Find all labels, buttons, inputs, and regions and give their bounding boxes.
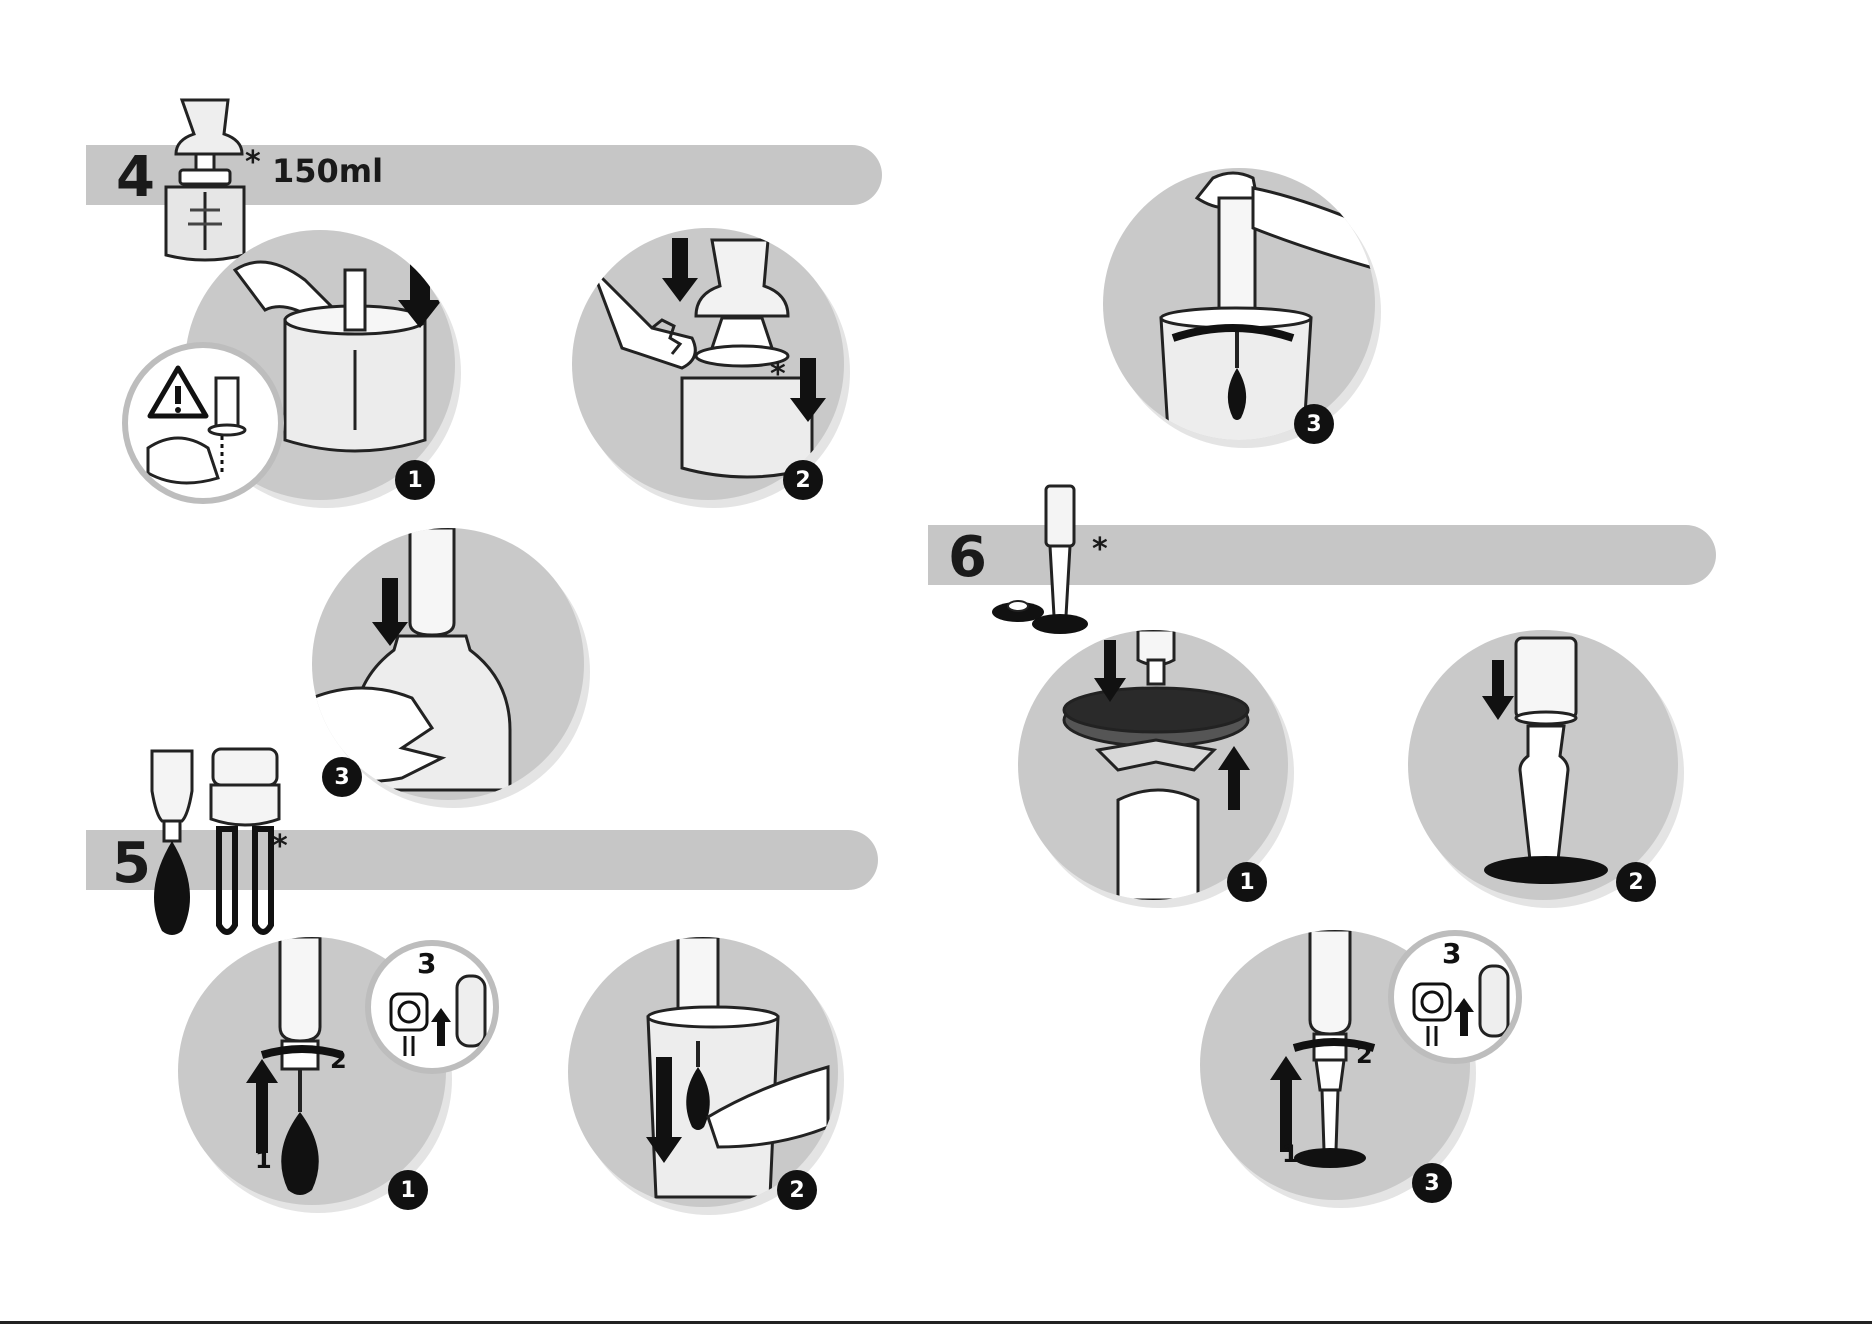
- blending-step-3-badge: 3: [1294, 404, 1334, 444]
- section-6-number: 6: [948, 530, 987, 586]
- whisk-accessory-icon: [142, 745, 202, 940]
- section-6-step-3-badge: 3: [1412, 1163, 1452, 1203]
- section-5-step-1-arrow-2-label: 2: [330, 1048, 347, 1072]
- spiralizer-accessory-icon: [988, 482, 1093, 642]
- section-6-asterisk: *: [1092, 535, 1108, 565]
- section-4-capacity: 150ml: [272, 155, 383, 187]
- section-6-inset-number: 3: [1442, 940, 1461, 968]
- chopper-accessory-icon: [160, 92, 250, 267]
- section-4-step-2-asterisk: *: [770, 360, 786, 390]
- section-6-step-2-illustration: [1408, 630, 1678, 900]
- section-5-inset-number: 3: [417, 950, 436, 978]
- section-6-step-3-arrow-2-label: 2: [1356, 1043, 1373, 1067]
- section-4-step-3-badge: 3: [322, 757, 362, 797]
- section-4-warning-inset: [122, 342, 284, 504]
- section-4-step-1-badge: 1: [395, 460, 435, 500]
- power-socket-icon: [391, 994, 427, 1030]
- section-6-step-2-badge: 2: [1616, 862, 1656, 902]
- section-4-step-2-badge: 2: [783, 460, 823, 500]
- section-5-step-2-illustration: [568, 937, 838, 1207]
- section-6-step-3-arrow-1-label: 1: [1282, 1142, 1299, 1166]
- section-5-step-1-arrow-1-label: 1: [255, 1148, 272, 1172]
- section-6-step-1-illustration: [1018, 630, 1288, 900]
- section-6-step-1-badge: 1: [1227, 862, 1267, 902]
- power-socket-icon: [1414, 984, 1450, 1020]
- section-5-step-1-badge: 1: [388, 1170, 428, 1210]
- section-4-number: 4: [116, 150, 155, 206]
- section-5-step-2-badge: 2: [777, 1170, 817, 1210]
- blending-step-3-illustration: [1103, 168, 1375, 440]
- double-beater-accessory-icon: [205, 745, 285, 940]
